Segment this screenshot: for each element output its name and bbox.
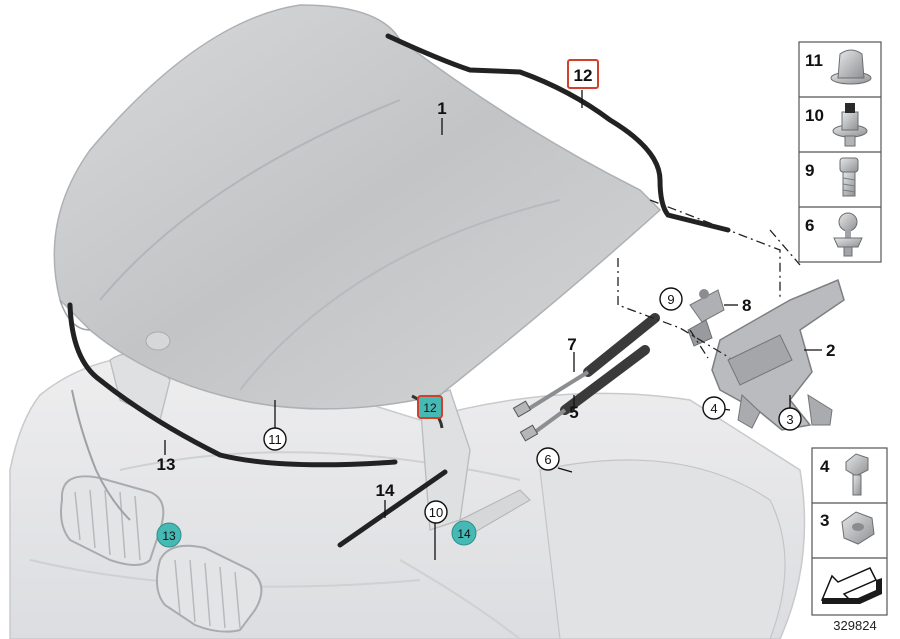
hood-seal-top <box>385 33 731 233</box>
callout-11-circle: 11 <box>268 432 282 447</box>
screw-icon <box>845 453 869 496</box>
ball-stud-icon <box>833 212 863 257</box>
nut-icon <box>841 511 875 545</box>
direction-arrow-icon <box>820 567 882 604</box>
panel-label-11: 11 <box>805 51 823 70</box>
callout-10-circle: 10 <box>429 505 443 520</box>
gas-struts <box>512 313 660 442</box>
callout-13-small: 13 <box>162 529 176 543</box>
parts-panel-bottom: 4 3 <box>811 447 888 616</box>
callout-12-small: 12 <box>423 401 437 415</box>
seal-strips <box>67 33 731 548</box>
hinge-assembly <box>687 278 845 431</box>
panel-label-10: 10 <box>805 106 824 125</box>
callout-9-circle: 9 <box>667 292 674 307</box>
panel-label-6: 6 <box>805 216 814 235</box>
callout-12-box <box>567 59 599 89</box>
callout-14-small-badge <box>451 520 477 546</box>
strut-7 <box>512 313 660 418</box>
hood <box>53 4 662 410</box>
bolt-icon <box>839 157 859 197</box>
callout-1: 1 <box>437 99 446 118</box>
callouts: 1 12 7 5 8 2 13 14 9 11 6 10 4 3 12 13 1… <box>156 59 835 548</box>
callout-2: 2 <box>826 341 835 360</box>
callout-13: 13 <box>157 455 176 474</box>
callout-7: 7 <box>567 335 576 354</box>
callout-4-circle: 4 <box>710 401 717 416</box>
engine-bay-frame <box>109 352 531 536</box>
panel-label-9: 9 <box>805 161 814 180</box>
callout-14: 14 <box>376 481 395 500</box>
rivet-icon <box>830 49 872 85</box>
callout-6-circle: 6 <box>544 452 551 467</box>
callout-12-small-badge <box>417 395 443 419</box>
document-number: 329824 <box>833 618 876 633</box>
strut-5 <box>519 345 650 442</box>
callout-8: 8 <box>742 296 751 315</box>
parts-panel-top: 11 10 9 6 <box>798 41 882 263</box>
callout-5: 5 <box>569 403 578 422</box>
panel-label-3: 3 <box>820 511 829 530</box>
panel-label-4: 4 <box>820 457 830 476</box>
side-seal-14 <box>337 469 448 548</box>
assembly-dashed-lines <box>617 199 801 359</box>
callout-13-small-badge <box>156 522 182 548</box>
clip-icon <box>832 103 868 147</box>
callout-12-top: 12 <box>574 66 593 85</box>
kidney-grille <box>60 475 263 633</box>
callout-14-small: 14 <box>457 527 471 541</box>
callout-3-circle: 3 <box>786 412 793 427</box>
front-seal-13 <box>67 302 398 468</box>
